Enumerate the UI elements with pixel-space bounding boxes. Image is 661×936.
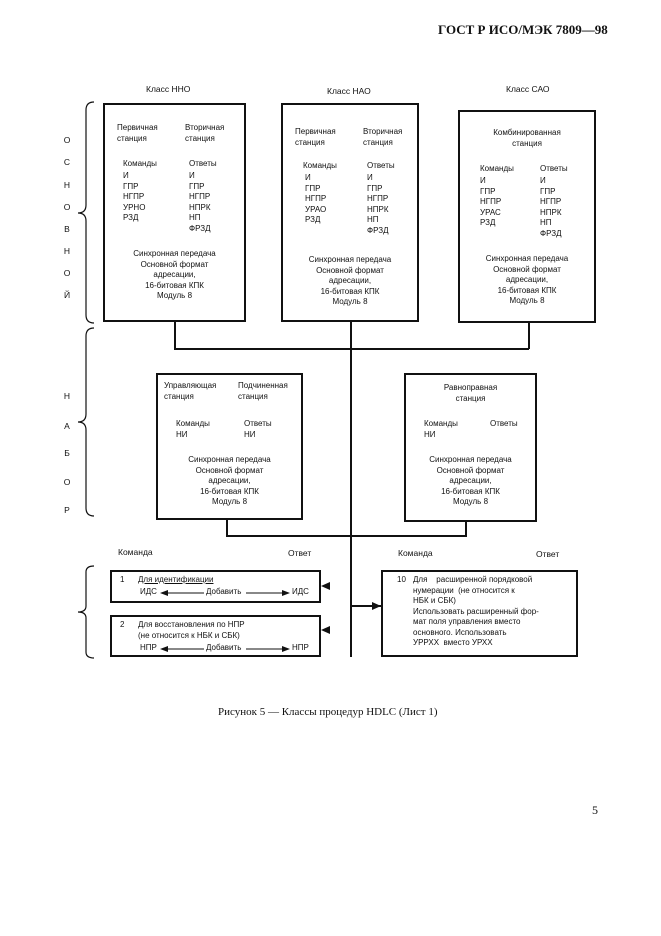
connector-line <box>174 348 529 350</box>
connector-line <box>174 322 176 349</box>
option-action: Добавить <box>206 587 242 596</box>
figure-caption: Рисунок 5 — Классы процедур HDLC (Лист 1… <box>218 706 438 718</box>
option-text: Для расширенной порядковой нумерации (не… <box>413 575 539 647</box>
box-footer: Синхронная передача Основной формат адре… <box>308 255 392 306</box>
option-from: НПР <box>140 643 157 652</box>
connector-line <box>465 522 467 536</box>
arrow-left-icon <box>321 582 330 590</box>
side-letter: В <box>64 224 70 234</box>
column-head: Команды НИ <box>176 419 210 439</box>
box-footer: Синхронная передача Основной формат адре… <box>485 254 569 305</box>
column-head: Команды <box>303 161 337 170</box>
station-title: Первичная станция <box>117 123 158 143</box>
option-box-1: 1 Для идентификации ИДС Добавить ИДС <box>110 570 321 603</box>
column-label-response: Ответ <box>536 549 560 559</box>
response-list: И ГПР НГПР НПРК НП ФРЗД <box>367 173 389 235</box>
option-number: 10 <box>397 575 406 584</box>
station-title: Первичная станция <box>295 127 336 147</box>
document-code: ГОСТ Р ИСО/МЭК 7809—98 <box>438 22 608 37</box>
connector-line <box>528 323 530 349</box>
column-head: Команды <box>480 164 514 173</box>
side-letter: Й <box>63 290 71 300</box>
option-box-10: 10 Для расширенной порядковой нумерации … <box>381 570 578 657</box>
class-label: Класс НАО <box>327 86 371 96</box>
option-to: НПР <box>292 643 309 652</box>
option-number: 1 <box>120 575 125 584</box>
option-text: Для восстановления по НПР (не относится … <box>138 620 245 640</box>
side-letter: Н <box>63 246 71 256</box>
column-label-response: Ответ <box>288 548 312 558</box>
column-head: Команды <box>123 159 157 168</box>
option-action: Добавить <box>206 643 242 652</box>
station-title: Управляющая станция <box>164 381 217 401</box>
bracket-basic <box>77 101 95 324</box>
arrow-right-icon <box>372 602 381 610</box>
connector-line <box>226 520 228 536</box>
column-head: Ответы <box>540 164 568 173</box>
side-letter: О <box>63 135 71 145</box>
station-title: Подчиненная станция <box>238 381 288 401</box>
side-letter: Р <box>64 505 70 515</box>
connector-line <box>350 322 352 657</box>
option-from: ИДС <box>140 587 157 596</box>
page-number: 5 <box>592 803 598 817</box>
side-letter: О <box>63 268 71 278</box>
command-list: И ГПР НГПР УРАС РЗД <box>480 176 502 227</box>
command-list: И ГПР НГПР УРНО РЗД <box>123 171 146 222</box>
bracket-set <box>77 327 95 517</box>
box-footer: Синхронная передача Основной формат адре… <box>133 249 216 300</box>
mode-box-balanced: Равноправная станция Команды НИ Ответы С… <box>404 373 537 522</box>
command-list: И ГПР НГПР УРАО РЗД <box>305 173 327 224</box>
station-title: Комбинированная станция <box>493 128 561 148</box>
column-head: Ответы НИ <box>244 419 272 439</box>
station-title: Равноправная станция <box>443 383 498 403</box>
class-label: Класс САО <box>506 84 550 94</box>
column-head: Ответы <box>189 159 217 168</box>
arrow-right-icon <box>246 590 290 596</box>
side-letter: А <box>64 421 70 431</box>
option-number: 2 <box>120 620 125 629</box>
option-box-2: 2 Для восстановления по НПР (не относитс… <box>110 615 321 657</box>
arrow-left-icon <box>321 626 330 634</box>
column-label-command: Команда <box>398 548 433 558</box>
arrow-left-icon <box>160 646 204 652</box>
column-head: Ответы <box>490 419 518 428</box>
side-letter: О <box>63 202 71 212</box>
box-footer: Синхронная передача Основной формат адре… <box>188 455 271 506</box>
side-letter: Б <box>64 448 70 458</box>
column-head: Ответы <box>367 161 395 170</box>
side-letter: С <box>63 157 71 167</box>
response-list: И ГПР НГПР НПРК НП ФРЗД <box>540 176 562 238</box>
class-box-nno: Первичная станция Вторичная станция Кома… <box>103 103 246 322</box>
option-text: Для идентификации <box>138 575 214 584</box>
class-label: Класс ННО <box>146 84 191 94</box>
side-letter: Н <box>63 391 71 401</box>
connector-line <box>226 535 467 537</box>
mode-box-unbalanced: Управляющая станция Подчиненная станция … <box>156 373 303 520</box>
column-head: Команды НИ <box>424 419 458 439</box>
connector-line <box>350 605 381 607</box>
column-label-command: Команда <box>118 547 153 557</box>
bracket-options <box>77 565 95 659</box>
class-box-nao: Первичная станция Вторичная станция Кома… <box>281 103 419 322</box>
class-box-sao: Комбинированная станция Команды Ответы И… <box>458 110 596 323</box>
box-footer: Синхронная передача Основной формат адре… <box>429 455 512 506</box>
option-to: ИДС <box>292 587 309 596</box>
station-title: Вторичная станция <box>363 127 403 147</box>
side-letter: Н <box>63 180 71 190</box>
response-list: И ГПР НГПР НПРК НП ФРЗД <box>189 171 211 233</box>
side-letter: О <box>63 477 71 487</box>
arrow-right-icon <box>246 646 290 652</box>
station-title: Вторичная станция <box>185 123 225 143</box>
arrow-left-icon <box>160 590 204 596</box>
